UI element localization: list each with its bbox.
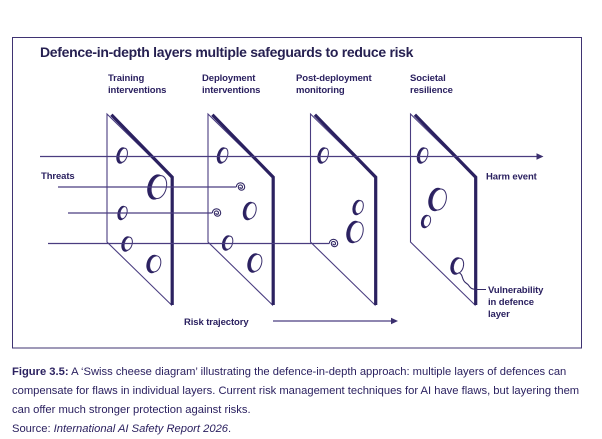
harm-event-label: Harm event — [486, 172, 538, 183]
cheese-hole — [352, 199, 364, 216]
cheese-hole — [146, 254, 162, 274]
risk-trajectory: Risk trajectory — [184, 317, 398, 328]
layer-label-postdeployment-1: Post-deployment — [296, 73, 372, 84]
cheese-hole — [346, 220, 364, 244]
figure-caption: Figure 3.5: A ‘Swiss cheese diagram’ ill… — [12, 363, 594, 439]
risk-trajectory-label: Risk trajectory — [184, 317, 249, 328]
layer-label-deployment-1: Deployment — [202, 73, 256, 84]
risk-arrowhead-icon — [391, 317, 398, 325]
diagram-title: Defence-in-depth layers multiple safegua… — [40, 44, 414, 60]
source-prefix: Source: — [12, 423, 54, 435]
layer-label-postdeployment-2: monitoring — [296, 85, 345, 96]
vulnerability-label-2: in defence — [488, 297, 534, 308]
layer-label-training-1: Training — [108, 73, 144, 84]
vulnerability-label-3: layer — [488, 309, 510, 320]
stopped-threat-spiral-icon — [211, 208, 222, 217]
threat-lines — [40, 153, 544, 248]
cheese-slice-deployment — [207, 112, 275, 307]
cheese-hole — [420, 214, 432, 229]
layer-label-deployment-2: interventions — [202, 85, 260, 96]
vulnerability-callout: Vulnerability in defence layer — [458, 271, 544, 320]
source-suffix: . — [228, 423, 232, 435]
cheese-hole — [242, 201, 257, 221]
stopped-threat-spiral-icon — [328, 238, 339, 248]
cheese-hole — [416, 147, 429, 164]
layer-label-societal-2: resilience — [410, 85, 453, 96]
vulnerability-squiggle-icon — [458, 271, 486, 291]
layer-label-societal-1: Societal — [410, 73, 446, 84]
cheese-hole — [216, 147, 229, 164]
figure-caption-body: A ‘Swiss cheese diagram’ illustrating th… — [12, 366, 580, 416]
figure-caption-source: Source: International AI Safety Report 2… — [12, 420, 594, 439]
source-title: International AI Safety Report 2026 — [53, 423, 229, 435]
threats-label: Threats — [41, 171, 75, 182]
layer-label-training-2: interventions — [108, 85, 166, 96]
cheese-hole — [247, 253, 263, 273]
figure-caption-label: Figure 3.5: — [12, 366, 69, 378]
swiss-cheese-diagram: Defence-in-depth layers multiple safegua… — [12, 37, 582, 349]
harm-arrowhead-icon — [536, 153, 544, 160]
vulnerability-label-1: Vulnerability — [488, 285, 544, 296]
layer-labels: Training interventions Deployment interv… — [108, 73, 453, 96]
cheese-hole-vulnerability — [450, 257, 465, 275]
cheese-hole — [428, 187, 447, 212]
stopped-threat-spiral-icon — [235, 182, 246, 191]
